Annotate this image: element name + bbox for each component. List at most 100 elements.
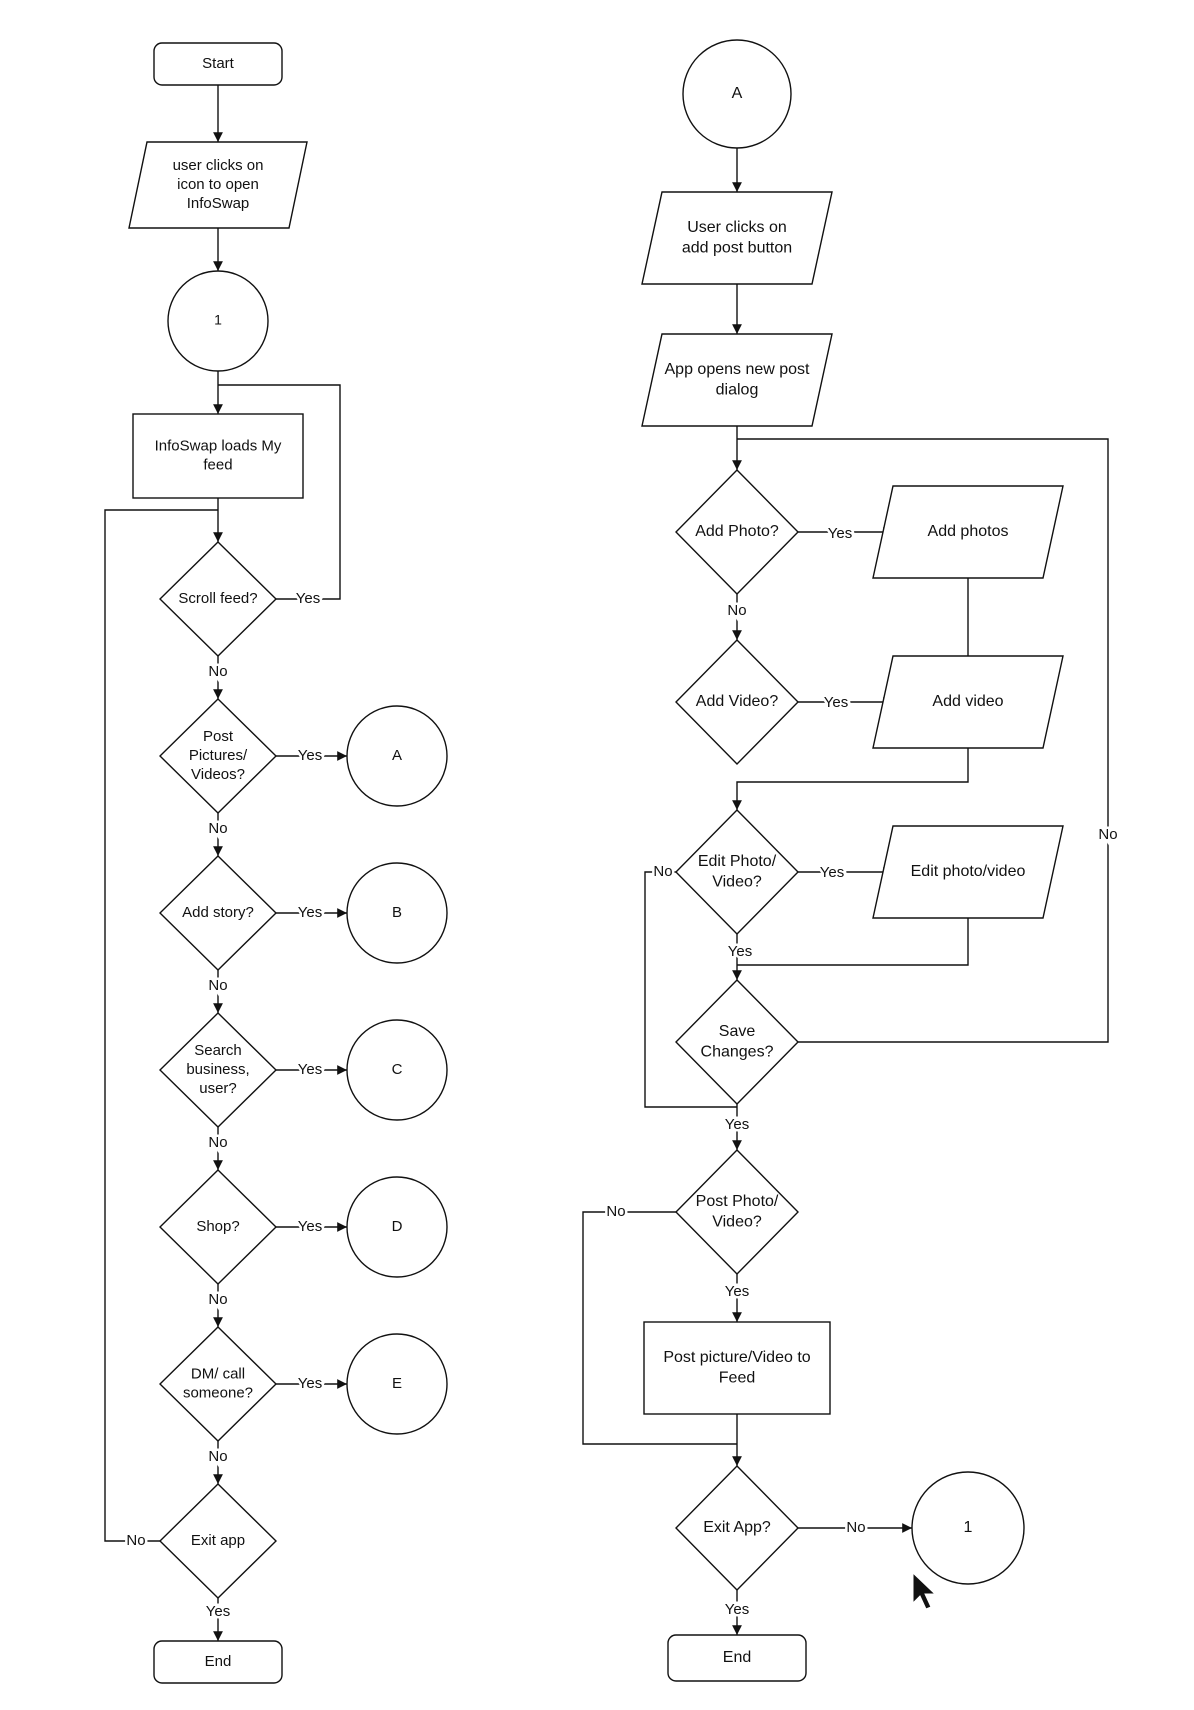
post-pictures-decision-shape	[159, 698, 277, 814]
connector-1-left-shape	[167, 270, 269, 372]
chain-no-label: No	[208, 1291, 227, 1308]
exit-right-yes-label: Yes	[725, 1601, 749, 1618]
edit-no-loop	[644, 871, 737, 1108]
connector-c-left: C	[346, 1019, 448, 1121]
search-decision-shape	[159, 1012, 277, 1128]
node-text-line: 1	[964, 1519, 973, 1536]
add-story-decision: Add story?	[159, 855, 277, 971]
exit-app-decision: Exit app	[159, 1483, 277, 1599]
node-text-line: someone?	[183, 1385, 253, 1402]
load-feed-process-shape	[132, 413, 304, 499]
node-text-line: B	[392, 904, 402, 921]
add-video-decision: Add Video?	[675, 639, 799, 765]
connector-e-left: E	[346, 1333, 448, 1435]
node-text-line: InfoSwap loads My	[155, 437, 282, 454]
add-video-decision-shape	[675, 639, 799, 765]
chain-no-label: No	[208, 1448, 227, 1465]
scroll-feed-decision: Scroll feed?	[159, 541, 277, 657]
scroll-yes-label: Yes	[296, 590, 320, 607]
node-text-line: Edit photo/video	[911, 863, 1026, 880]
add-photos-input-shape	[872, 485, 1064, 579]
node-text-line: Search	[194, 1042, 242, 1059]
node-text-line: A	[392, 747, 402, 764]
post-photo-decision: Post Photo/Video?	[675, 1149, 799, 1275]
new-post-dialog-input-shape	[641, 333, 833, 427]
connector-a-right-shape	[682, 39, 792, 149]
node-text-line: Save	[719, 1023, 756, 1040]
node-text-line: Shop?	[196, 1218, 239, 1235]
mouse-cursor-icon	[912, 1571, 937, 1610]
node-text-line: C	[392, 1061, 403, 1078]
node-text-line: Video?	[712, 873, 762, 890]
dm-call-decision-shape	[159, 1326, 277, 1442]
branch-yes-label: Yes	[298, 1061, 322, 1078]
exit-app-right-decision-shape	[675, 1465, 799, 1591]
node-text-line: End	[723, 1649, 751, 1666]
scroll-yes-loop	[218, 384, 341, 600]
branch-yes-label: Yes	[298, 747, 322, 764]
connector-b-left-shape	[346, 862, 448, 964]
post-photo-decision-shape	[675, 1149, 799, 1275]
add-photo-decision-shape	[675, 469, 799, 595]
connector-line	[737, 918, 969, 966]
node-text-line: Start	[202, 55, 235, 72]
post-yes-label: Yes	[725, 1283, 749, 1300]
scroll-feed-decision-shape	[159, 541, 277, 657]
load-feed-process: InfoSwap loads My feed	[132, 413, 304, 499]
connector-line	[732, 748, 969, 810]
add-post-input-shape	[641, 191, 833, 285]
connector-d-left: D	[346, 1176, 448, 1278]
exit-app-decision-shape	[159, 1483, 277, 1599]
node-text-line: Videos?	[191, 766, 245, 783]
connector-c-left-shape	[346, 1019, 448, 1121]
add-photo-decision: Add Photo?	[675, 469, 799, 595]
node-text-line: Add Video?	[696, 693, 779, 710]
node-text-line: DM/ call	[191, 1365, 245, 1382]
node-text-line: business,	[186, 1061, 249, 1078]
add-video-input-shape	[872, 655, 1064, 749]
branch-yes-label: Yes	[298, 1218, 322, 1235]
end-terminal-left: End	[153, 1640, 283, 1684]
edit-decision-shape	[675, 809, 799, 935]
chain-no-label: No	[208, 663, 227, 680]
node-text-line: Post	[203, 728, 234, 745]
node-text-line: Video?	[712, 1213, 762, 1230]
node-text-line: Add video	[932, 693, 1003, 710]
node-text-line: dialog	[716, 381, 759, 398]
add-story-decision-shape	[159, 855, 277, 971]
node-text-line: Edit Photo/	[698, 853, 777, 870]
node-text-line: Exit App?	[703, 1519, 771, 1536]
node-text-line: feed	[203, 457, 232, 474]
connector-1-right: 1	[911, 1471, 1025, 1585]
node-text-line: Post picture/Video to	[663, 1349, 810, 1366]
branch-yes-label: Yes	[298, 904, 322, 921]
node-text-line: Add story?	[182, 904, 254, 921]
node-text-line: App opens new post	[665, 361, 811, 378]
open-app-input-shape	[128, 141, 308, 229]
node-text-line: E	[392, 1375, 402, 1392]
exit-app-right-decision: Exit App?	[675, 1465, 799, 1591]
connector-a-left-shape	[346, 705, 448, 807]
node-text-line: User clicks on	[687, 219, 787, 236]
exit-no-label: No	[126, 1532, 145, 1549]
node-text-line: A	[732, 85, 743, 102]
connector-1-left: 1	[167, 270, 269, 372]
new-post-dialog-input: App opens new post dialog	[641, 333, 833, 427]
post-to-feed-process-shape	[643, 1321, 831, 1415]
node-text-line: End	[205, 1653, 232, 1670]
end-terminal-left-shape	[153, 1640, 283, 1684]
edit-photo-video-input: Edit photo/video	[872, 825, 1064, 919]
chain-no-label: No	[208, 977, 227, 994]
node-text-line: D	[392, 1218, 403, 1235]
node-text-line: Scroll feed?	[178, 590, 257, 607]
connector-d-left-shape	[346, 1176, 448, 1278]
connector-b-left: B	[346, 862, 448, 964]
end-terminal-right-shape	[667, 1634, 807, 1682]
connector-1-right-shape	[911, 1471, 1025, 1585]
node-text-line: Pictures/	[189, 747, 248, 764]
